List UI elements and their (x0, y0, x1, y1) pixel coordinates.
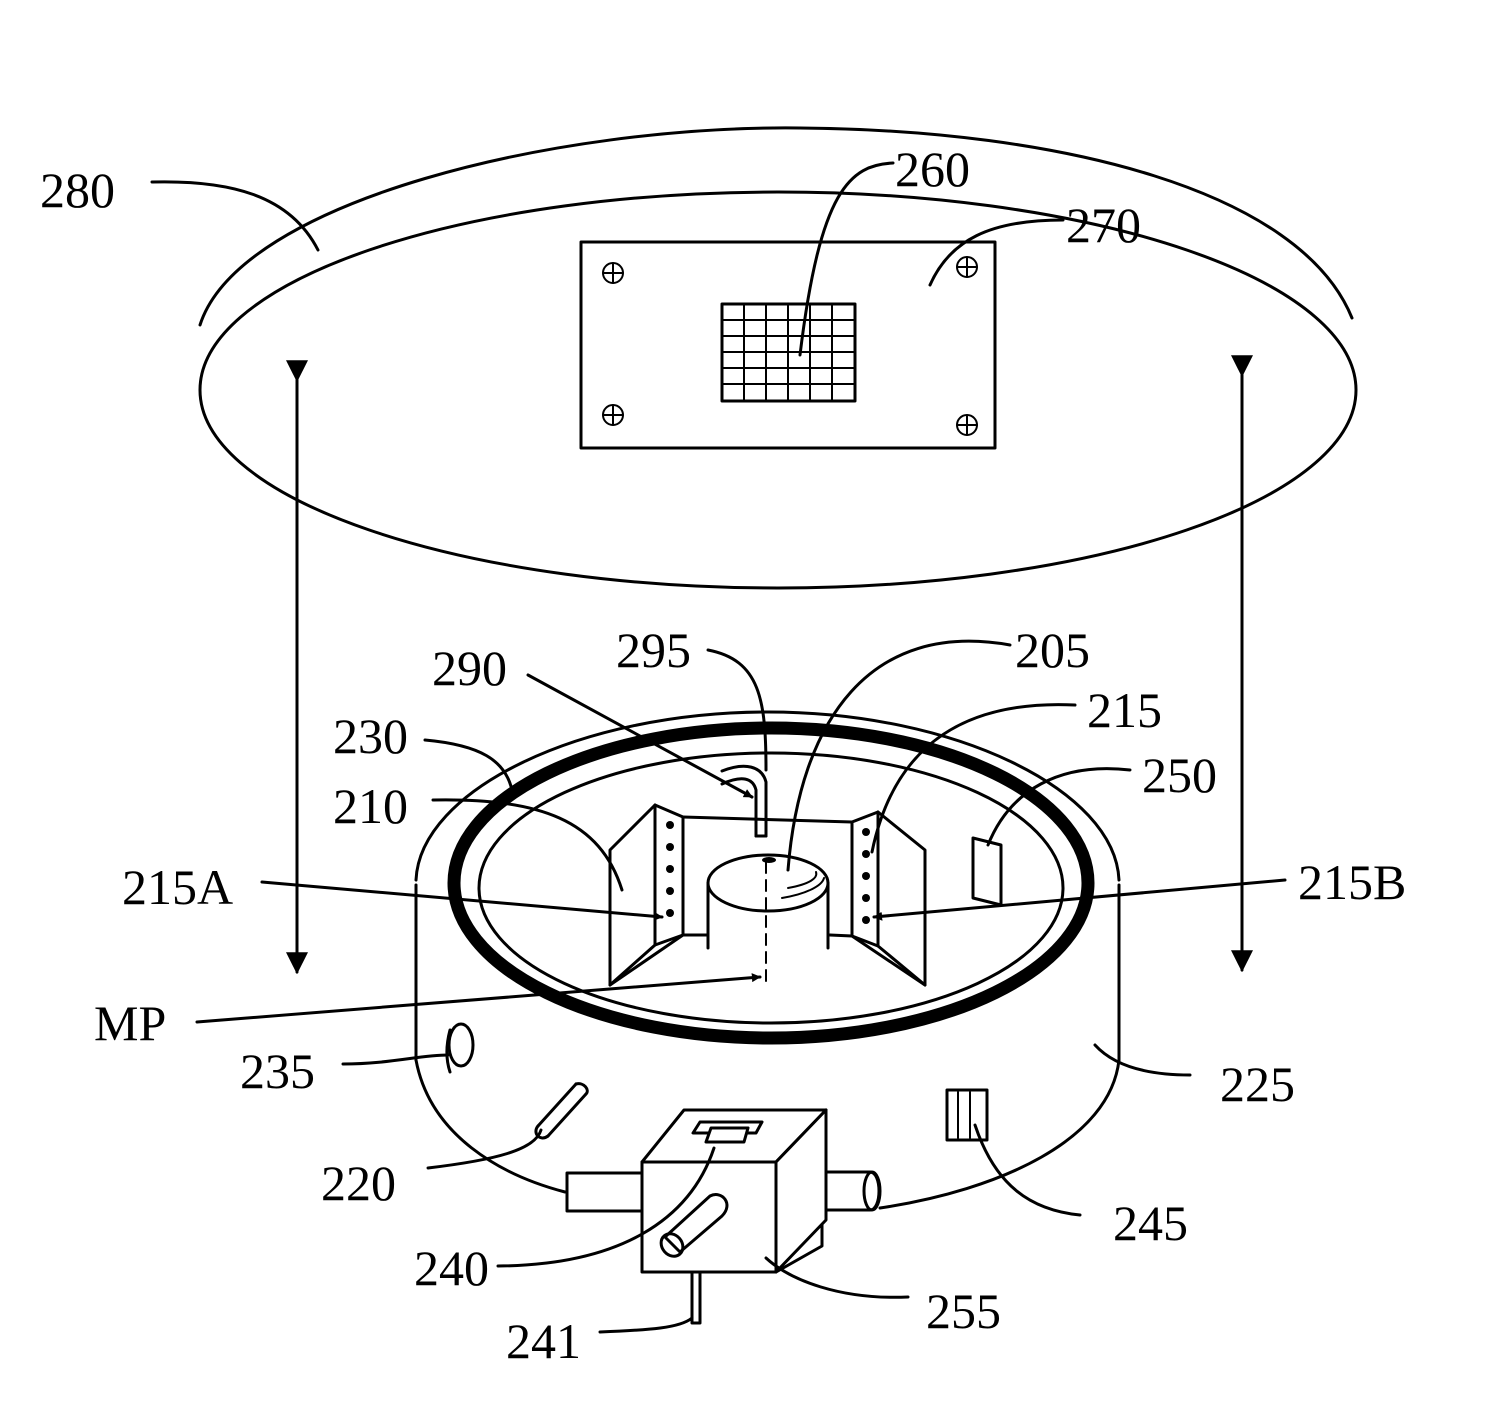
label-295: 295 (616, 622, 691, 678)
screw-icon (957, 257, 977, 277)
label-MP: MP (94, 995, 166, 1051)
label-270: 270 (1066, 197, 1141, 253)
label-225: 225 (1220, 1056, 1295, 1112)
label-245: 245 (1113, 1195, 1188, 1251)
label-215A: 215A (122, 859, 233, 915)
connector-245 (947, 1090, 987, 1140)
label-215B: 215B (1298, 854, 1406, 910)
sensor-array-260 (722, 304, 855, 401)
port-235 (447, 1024, 473, 1072)
label-260: 260 (895, 141, 970, 197)
label-210: 210 (333, 778, 408, 834)
label-250: 250 (1142, 747, 1217, 803)
label-241: 241 (506, 1313, 581, 1369)
window-250 (973, 838, 1001, 905)
label-280: 280 (40, 162, 115, 218)
label-240: 240 (414, 1240, 489, 1296)
label-205: 205 (1015, 622, 1090, 678)
lid-280 (200, 128, 1356, 588)
label-255: 255 (926, 1283, 1001, 1339)
label-220: 220 (321, 1155, 396, 1211)
label-290: 290 (432, 640, 507, 696)
inner-assembly (610, 766, 925, 985)
screw-icon (603, 405, 623, 425)
probe-220 (536, 1084, 587, 1138)
label-235: 235 (240, 1043, 315, 1099)
label-230: 230 (333, 708, 408, 764)
screw-icon (603, 263, 623, 283)
screw-icon (957, 415, 977, 435)
label-215: 215 (1087, 682, 1162, 738)
